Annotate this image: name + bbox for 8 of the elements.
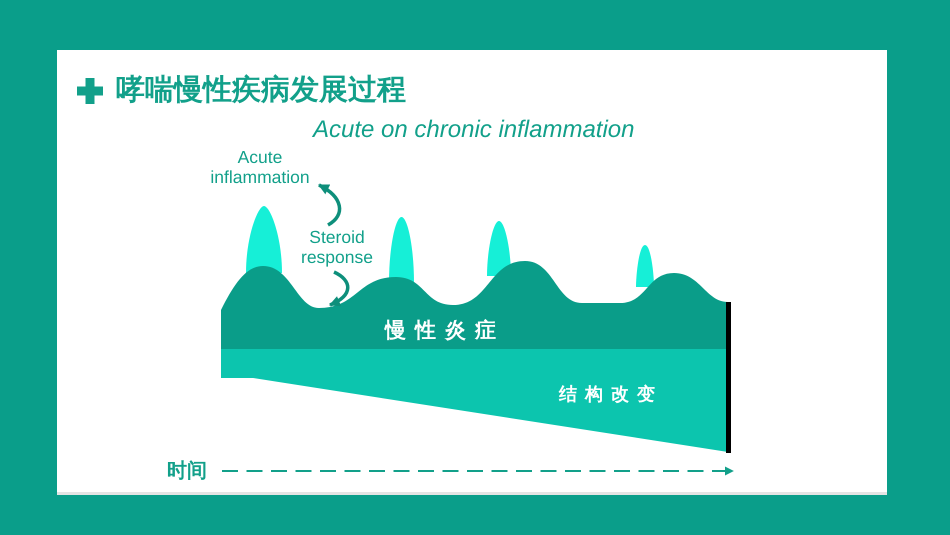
band-label: 慢性炎症: [385, 318, 505, 343]
annotation-label: Acute inflammation: [202, 147, 318, 187]
title: 哮喘慢性疾病发展过程: [116, 73, 406, 107]
band-label: 结构改变: [559, 383, 663, 405]
axis-label: 时间: [167, 459, 207, 483]
wedge-band: [221, 349, 728, 453]
subtitle: Acute on chronic inflammation: [313, 116, 634, 144]
annotation-label: Steroid response: [293, 227, 381, 269]
